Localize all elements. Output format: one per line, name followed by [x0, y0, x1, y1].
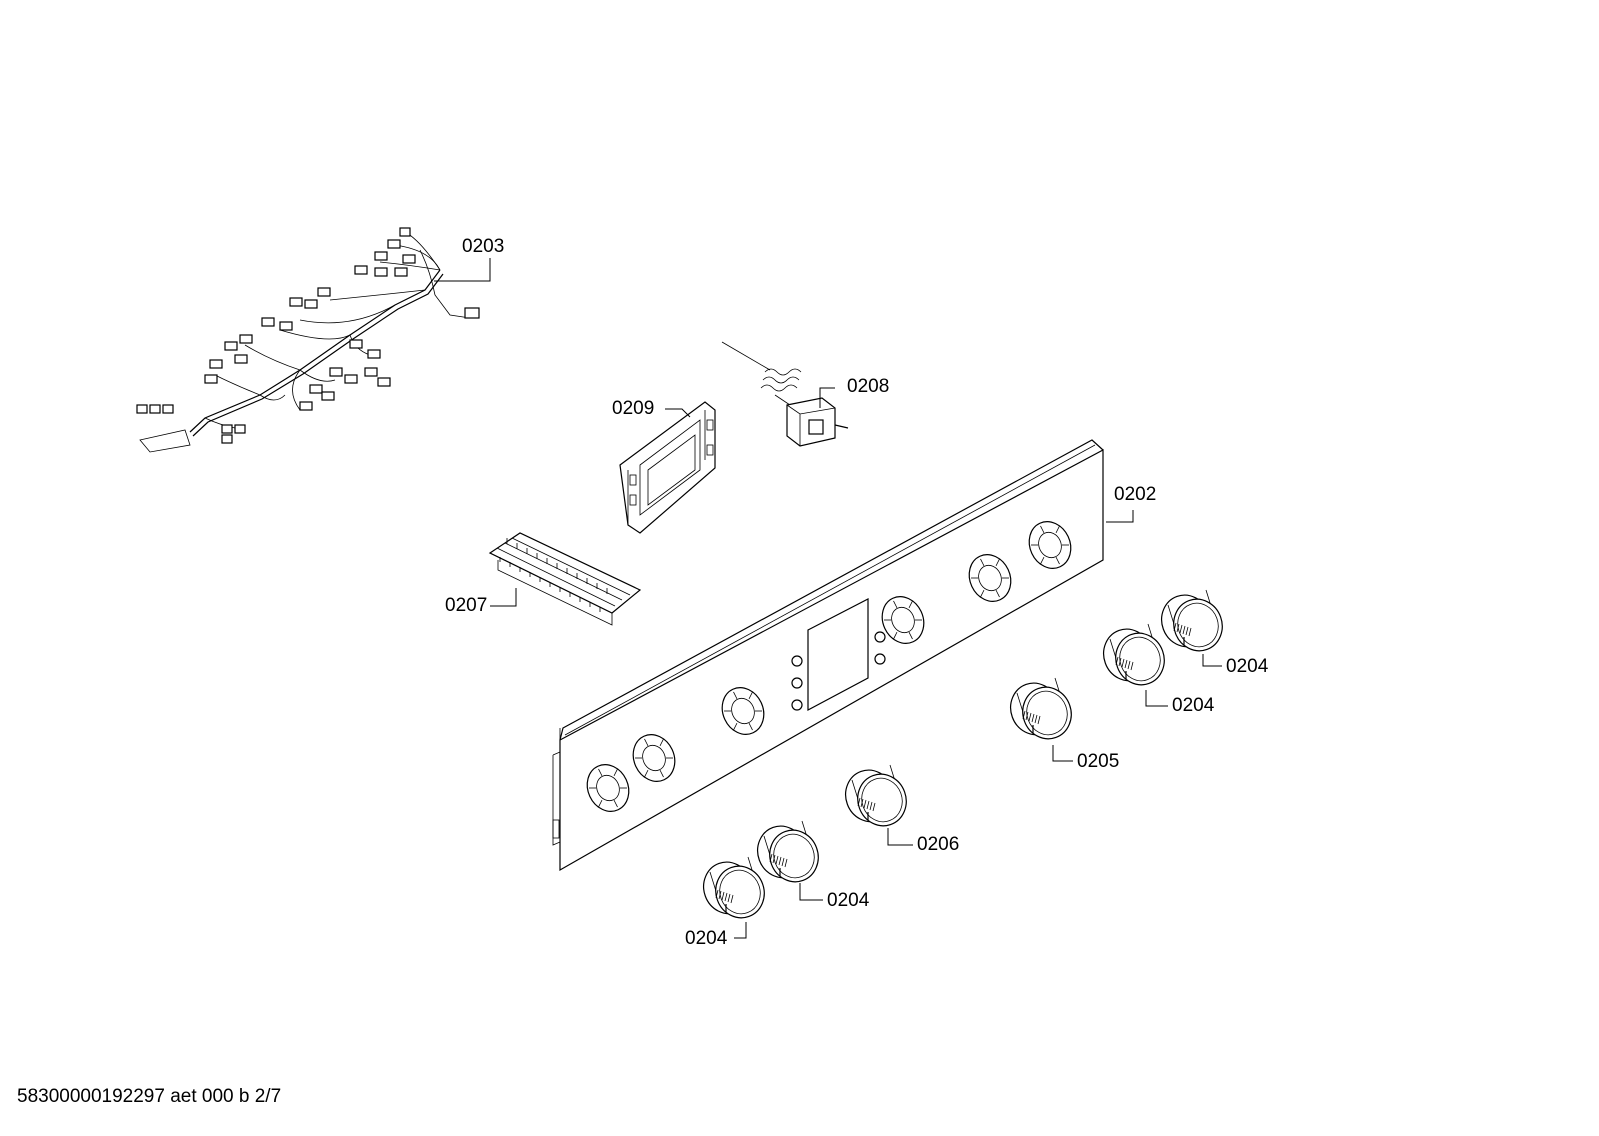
- panel-leader-line: [1106, 510, 1134, 523]
- knob: [1010, 677, 1072, 740]
- knob-right-top-leader: [1202, 654, 1222, 667]
- terminal-block-drawing: [488, 532, 642, 626]
- panel-knob-rings: [586, 521, 1072, 812]
- panel-ring: [586, 764, 630, 812]
- knob-right-second-leader: [1145, 690, 1168, 707]
- wiring-harness-drawing: [136, 227, 480, 453]
- control-panel-drawing: [552, 439, 1104, 872]
- knob-left-lower-callout: 0204: [685, 928, 728, 949]
- knob-center-callout: 0206: [917, 834, 959, 855]
- harness-leader-line: [434, 258, 491, 282]
- panel-ring: [1028, 521, 1072, 569]
- knob: [1103, 623, 1165, 686]
- terminal-block-callout: 0207: [445, 595, 487, 616]
- panel-ring: [721, 687, 765, 735]
- document-reference: 58300000192297 aet 000 b 2/7: [17, 1086, 281, 1107]
- module-callout: 0209: [612, 398, 654, 419]
- terminal-block-leader-line: [490, 588, 517, 607]
- knob-right-second-callout: 0204: [1172, 695, 1215, 716]
- knob-left-upper-callout: 0204: [827, 890, 870, 911]
- panel-ring: [968, 554, 1012, 602]
- knob-left-upper-leader: [799, 883, 823, 901]
- knob: [757, 820, 819, 883]
- panel-ring: [881, 596, 925, 644]
- thermostat-callout: 0208: [847, 376, 889, 397]
- knob-left-lower-leader: [734, 922, 747, 939]
- module-leader-line: [665, 408, 691, 418]
- knob-middle-leader: [1052, 745, 1073, 762]
- knob-middle-callout: 0205: [1077, 751, 1119, 772]
- electronic-module-drawing: [619, 401, 716, 534]
- thermostat-leader-line: [819, 387, 835, 408]
- knob-right-top-callout: 0204: [1226, 656, 1269, 677]
- panel-ring: [632, 734, 676, 782]
- thermostat-drawing: [721, 341, 849, 447]
- harness-callout: 0203: [462, 236, 504, 257]
- knob: [845, 764, 907, 827]
- panel-callout: 0202: [1114, 484, 1156, 505]
- knob: [703, 856, 765, 919]
- knob-center-leader: [887, 828, 913, 846]
- knob: [1161, 589, 1223, 652]
- control-knobs: [703, 589, 1223, 919]
